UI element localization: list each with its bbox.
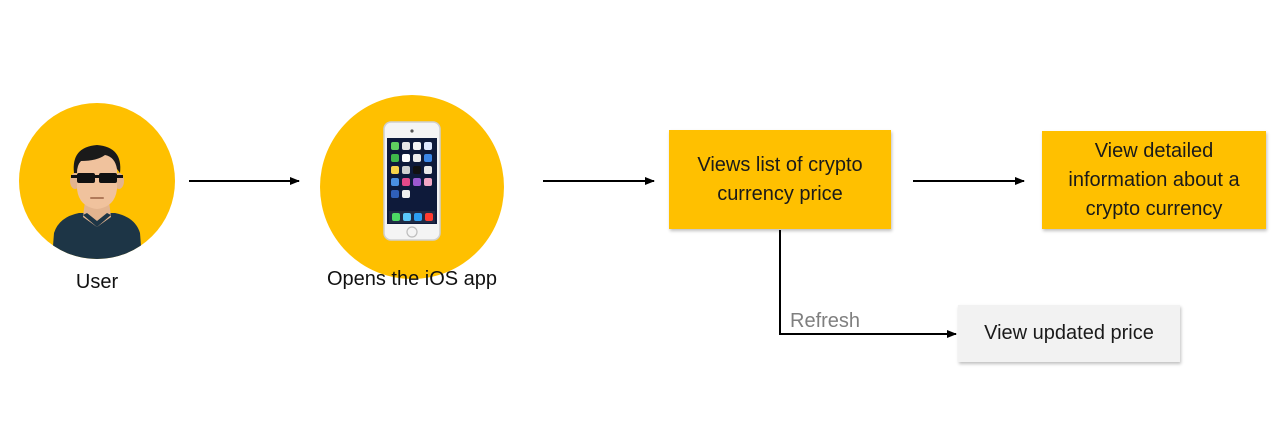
iphone-icon	[383, 121, 441, 241]
views-list-line2: currency price	[717, 182, 843, 205]
user-with-sunglasses-icon	[52, 145, 142, 259]
views-list-line1: Views list of crypto	[697, 153, 863, 176]
arrow-refresh	[779, 230, 957, 338]
app-label: Opens the iOS app	[326, 268, 498, 290]
detail-line3: crypto currency	[1085, 197, 1223, 220]
updated-price-label: View updated price	[984, 322, 1154, 344]
views-list-box: Views list of crypto currency price	[669, 130, 891, 229]
detail-line2: information about a	[1068, 168, 1240, 191]
detail-box: View detailed information about a crypto…	[1042, 131, 1266, 229]
refresh-edge-label: Refresh	[790, 310, 861, 332]
user-label: User	[75, 271, 119, 293]
detail-line1: View detailed	[1094, 139, 1214, 162]
updated-price-box: View updated price	[958, 305, 1180, 362]
